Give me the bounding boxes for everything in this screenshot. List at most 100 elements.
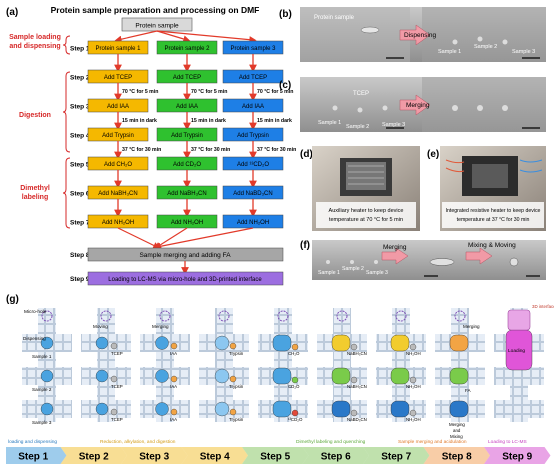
sample-droplet	[449, 367, 469, 385]
micro-hole-icon	[159, 310, 171, 322]
photo-e-caption-2: temperature at 37 °C for 30 min	[457, 217, 530, 223]
flow-condition: 15 min in dark	[191, 118, 226, 124]
schematic-label: Trypsin	[229, 417, 244, 422]
sample-droplet	[449, 334, 469, 352]
step-label: Step 3	[139, 452, 169, 463]
flow-box-label: Add NH₂OH	[237, 220, 269, 226]
flow-step-label: Step 2	[70, 75, 90, 82]
flow-box-label: Add IAA	[107, 104, 129, 110]
brace-digestion	[62, 71, 71, 153]
flow-arrow	[156, 30, 257, 44]
panel-label-g: (g)	[6, 294, 19, 305]
brace-loading	[62, 35, 71, 55]
panel-label-c: (c)	[279, 80, 291, 91]
step-chevron	[363, 447, 430, 464]
flow-box-label: Add Trypsin	[171, 133, 203, 139]
phase-caption: Reduction, alkylation, and digestion	[100, 439, 176, 445]
panel-d-photo: (d) Auxiliary heater to keep device temp…	[300, 146, 420, 231]
flow-step-label: Step 3	[70, 104, 90, 111]
schematic-label: FA	[465, 388, 472, 393]
reagent-droplet	[229, 408, 237, 416]
schematic-label: Moving	[93, 324, 108, 329]
schematic-label: IAA	[170, 417, 177, 422]
schematic-label: NaBH₃CN	[347, 351, 367, 356]
reagent-droplet	[350, 376, 358, 384]
schematic-label: NH₂OH	[406, 417, 421, 422]
side-label-labeling-1: Dimethyl	[20, 185, 50, 192]
schematic-label: Merging	[449, 422, 465, 427]
flow-box-label: Add Trypsin	[237, 133, 269, 139]
flow-arrow	[153, 227, 188, 249]
photo-e-caption-1: Integrated resistive heater to keep devi…	[446, 208, 541, 214]
step-chevron	[242, 447, 309, 464]
flow-arrow	[156, 30, 191, 43]
flow-box-label: Add NaBH₃CN	[167, 191, 206, 197]
reagent-droplet	[291, 376, 299, 384]
droplet	[214, 335, 230, 351]
step-label: Step 6	[321, 452, 351, 463]
schematic-label: 3D interface	[532, 304, 554, 309]
photo-b-sample2: Sample 2	[474, 44, 497, 50]
flow-box-label: Add IAA	[176, 104, 198, 110]
flow-box-label: Add CD₂O	[173, 162, 201, 168]
photo-b-label-protein: Protein sample	[314, 15, 355, 21]
schematic-label: Merging	[463, 324, 480, 329]
panel-b-photo: (b) Protein sample Dispensing Sample 1 S…	[279, 7, 546, 62]
sample-droplet	[272, 400, 292, 418]
reagent-droplet	[350, 409, 358, 417]
interface-icon	[507, 309, 531, 331]
flow-box-label: Protein sample 3	[230, 46, 276, 52]
photo-f-action-mixing: Mixing & Moving	[468, 242, 516, 249]
flow-arrow	[114, 30, 158, 43]
step-chevron	[60, 447, 127, 464]
flow-box-label: Protein sample 2	[164, 46, 210, 52]
micro-hole-icon	[277, 310, 289, 322]
flow-box-label: Add NH₂OH	[102, 220, 134, 226]
panel-label-b: (b)	[279, 9, 292, 20]
arrow-mixing	[465, 247, 493, 265]
panel-label-e: (e)	[427, 149, 439, 160]
side-label-labeling-2: labeling	[22, 194, 48, 201]
flow-step-label: Step 1	[70, 46, 90, 53]
step-label: Step 5	[260, 452, 290, 463]
flow-step-label: Step 7	[70, 220, 90, 227]
sample-droplet	[272, 334, 292, 352]
flow-box-label: Add NaBH₃CN	[98, 191, 137, 197]
photo-f-sample2: Sample 2	[342, 266, 364, 272]
micro-hole-icon	[395, 310, 407, 322]
droplet	[155, 369, 169, 383]
step-label: Step 2	[79, 452, 109, 463]
step-chevron	[121, 447, 188, 464]
flow-box-label: Add NaBD₃CN	[233, 191, 272, 197]
arrow-merging	[399, 94, 431, 116]
reagent-droplet	[291, 343, 299, 351]
schematic-label: and	[453, 428, 461, 433]
flow-box-label: Add ¹³CD₂O	[237, 162, 269, 168]
side-label-digestion: Digestion	[19, 112, 51, 119]
flow-condition: 15 min in dark	[257, 118, 292, 124]
droplet	[155, 336, 169, 350]
flow-step-label: Step 5	[70, 162, 90, 169]
photo-c-sample1: Sample 1	[318, 120, 341, 126]
flow-step-label: Step 4	[70, 133, 90, 140]
step-chevron	[302, 447, 369, 464]
schematic-label: TCEP	[111, 351, 123, 356]
sample-droplet	[449, 400, 469, 418]
panel-a-flowchart: (a) Protein sample preparation and proce…	[6, 5, 296, 286]
flow-arrow	[117, 227, 161, 249]
flow-condition: 37 °C for 30 min	[122, 147, 161, 153]
photo-d-caption-2: temperature at 70 °C for 5 min	[329, 217, 403, 223]
sample-droplet	[331, 400, 351, 418]
flow-condition: 37 °C for 30 min	[257, 147, 296, 153]
schematic-label: NH₂OH	[406, 384, 421, 389]
panel-label-f: (f)	[300, 240, 310, 251]
panel-f-photo: (f) Sample 1 Sample 2 Sample 3 Merging M…	[300, 240, 546, 280]
photo-c-action: Merging	[406, 102, 430, 109]
step8-label: Sample merging and adding FA	[139, 252, 231, 259]
photo-b-sample3: Sample 3	[512, 49, 535, 55]
flow-box-label: Add CH₂O	[104, 162, 132, 168]
schematic-label: TCEP	[111, 417, 123, 422]
flow-condition: 15 min in dark	[122, 118, 157, 124]
